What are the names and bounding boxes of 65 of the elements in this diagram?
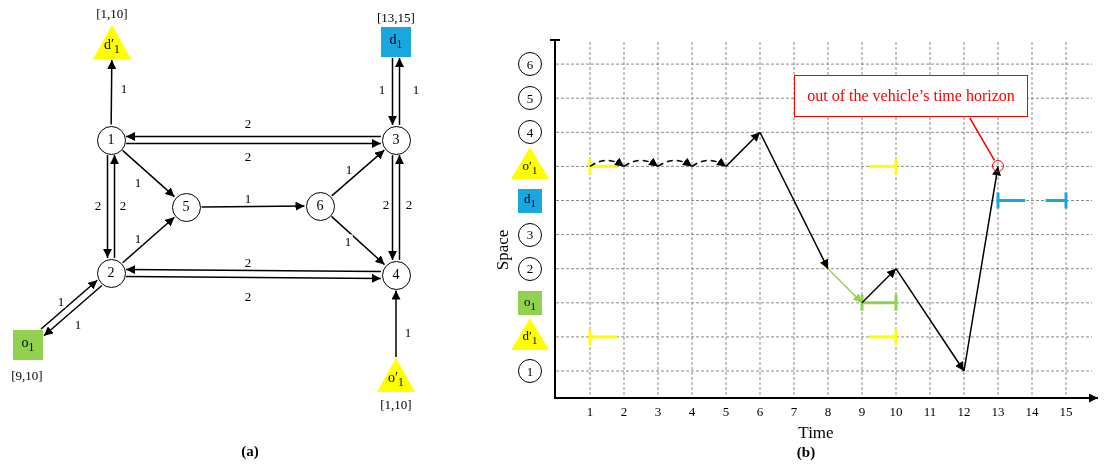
tick-label: 1 <box>586 404 594 418</box>
arrow <box>40 279 99 330</box>
node-circle: 6 <box>305 191 335 221</box>
node-circle: 2 <box>518 256 542 281</box>
tick-label: 3 <box>654 404 662 418</box>
arrow <box>103 154 112 259</box>
arrow <box>107 59 117 126</box>
tick-label: 2 <box>620 404 628 418</box>
panel-label: (b) <box>796 444 816 460</box>
callout-box: out of the vehicle’s time horizon <box>794 75 1028 117</box>
node-circle: 4 <box>381 260 411 290</box>
panel-label: (a) <box>241 443 259 459</box>
tick-label: 10 <box>889 404 903 418</box>
time-window-label: [13,15] <box>377 10 415 24</box>
arrow <box>125 139 382 148</box>
node-circle: 2 <box>96 258 126 288</box>
location-triangle: d′$_{1}$ <box>93 25 131 59</box>
arrow <box>121 149 176 198</box>
time-window-label: [1,10] <box>380 397 412 411</box>
edge-label: 1 <box>343 234 353 248</box>
arrow <box>388 154 397 261</box>
tick-label: 12 <box>957 404 971 418</box>
arrow <box>330 215 386 266</box>
location-square: o$_{1}$ <box>518 290 542 315</box>
arrow <box>125 265 382 275</box>
location-square: d$_{1}$ <box>518 188 542 213</box>
arrow <box>43 284 103 337</box>
axis-title: Space <box>493 229 511 271</box>
tick-label: 8 <box>824 404 832 418</box>
tick-label: 14 <box>1025 404 1039 418</box>
arrow <box>395 57 404 126</box>
tick-label: 15 <box>1059 404 1073 418</box>
arrow <box>391 289 401 358</box>
node-circle: 4 <box>518 120 542 145</box>
node-circle: 6 <box>518 52 542 77</box>
tick-label: 13 <box>991 404 1005 418</box>
location-triangle: o′$_{1}$ <box>511 147 549 180</box>
arrow <box>125 132 382 141</box>
axis-title: Time <box>798 423 834 441</box>
tick-label: 6 <box>756 404 764 418</box>
node-circle: 3 <box>381 125 411 155</box>
arrow <box>330 149 386 197</box>
location-square: d$_{1}$ <box>381 27 411 57</box>
node-circle: 3 <box>518 222 542 247</box>
location-triangle: d′$_{1}$ <box>511 317 549 350</box>
leader-line <box>969 117 996 162</box>
location-triangle: o′$_{1}$ <box>377 358 415 392</box>
tick-label: 5 <box>722 404 730 418</box>
time-window-label: [1,10] <box>96 6 128 20</box>
arrow <box>395 154 404 261</box>
tick-label: 7 <box>790 404 798 418</box>
location-square: o$_{1}$ <box>13 330 43 360</box>
node-circle: 5 <box>518 86 542 111</box>
tick-label: 9 <box>858 404 866 418</box>
time-window-label: [9,10] <box>11 368 43 382</box>
arrow <box>110 154 119 259</box>
arrow <box>125 273 382 283</box>
node-circle: 1 <box>518 359 542 383</box>
arrow <box>200 201 306 211</box>
arrow <box>388 57 397 126</box>
arrow <box>121 216 176 264</box>
tick-label: 11 <box>923 404 937 418</box>
node-circle: 1 <box>96 125 126 155</box>
tick-label: 4 <box>688 404 696 418</box>
node-circle: 5 <box>171 192 201 222</box>
